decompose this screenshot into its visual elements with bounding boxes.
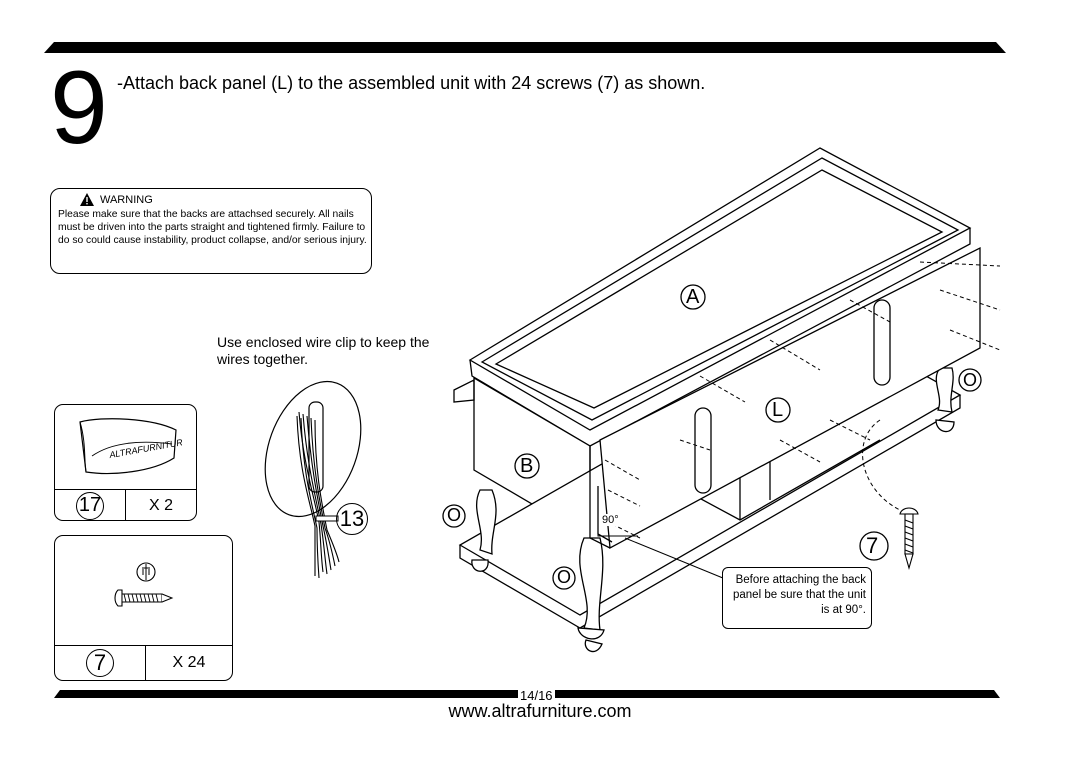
website-url: www.altrafurniture.com <box>448 701 632 721</box>
page-number: 14/16 <box>518 688 555 703</box>
header-rule <box>44 42 1006 53</box>
part-7-quantity: X 24 <box>172 654 206 671</box>
warning-title: WARNING <box>100 194 153 206</box>
warning-body: Please make sure that the backs are atta… <box>58 209 367 246</box>
screw-part-image <box>114 562 174 607</box>
assembly-diagram <box>442 147 1001 653</box>
outlet-label-front: O <box>557 567 572 587</box>
angle-callout-box <box>722 567 872 629</box>
angle-callout-text: Before attaching the back panel be sure … <box>733 574 866 616</box>
part-17-number: 17 <box>76 491 104 520</box>
warning-triangle-icon <box>80 193 94 206</box>
step-number: 9 <box>50 50 108 166</box>
clip-part-label: 13 <box>336 503 368 535</box>
part-17-quantity: X 2 <box>148 496 173 514</box>
wire-clip-illustration <box>264 380 362 579</box>
step-instruction: -Attach back panel (L) to the assembled … <box>117 73 706 93</box>
angle-label: 90° <box>602 514 619 526</box>
panel-label-l: L <box>772 399 784 421</box>
warning-box <box>50 188 372 274</box>
wire-clip-note: Use enclosed wire clip to keep the wires… <box>217 334 430 367</box>
part-7-box: 7 X 24 <box>54 535 233 681</box>
part-7-number: 7 <box>86 649 114 677</box>
outlet-label-right: O <box>963 370 978 390</box>
wire-clip-part-image: ALTRAFURNITURE <box>79 418 182 475</box>
outlet-label-left: O <box>447 505 462 525</box>
panel-label-b: B <box>520 455 534 477</box>
part-17-box: 17 X 2 <box>54 404 197 521</box>
screw-label: 7 <box>866 533 879 558</box>
panel-label-a: A <box>686 286 700 308</box>
